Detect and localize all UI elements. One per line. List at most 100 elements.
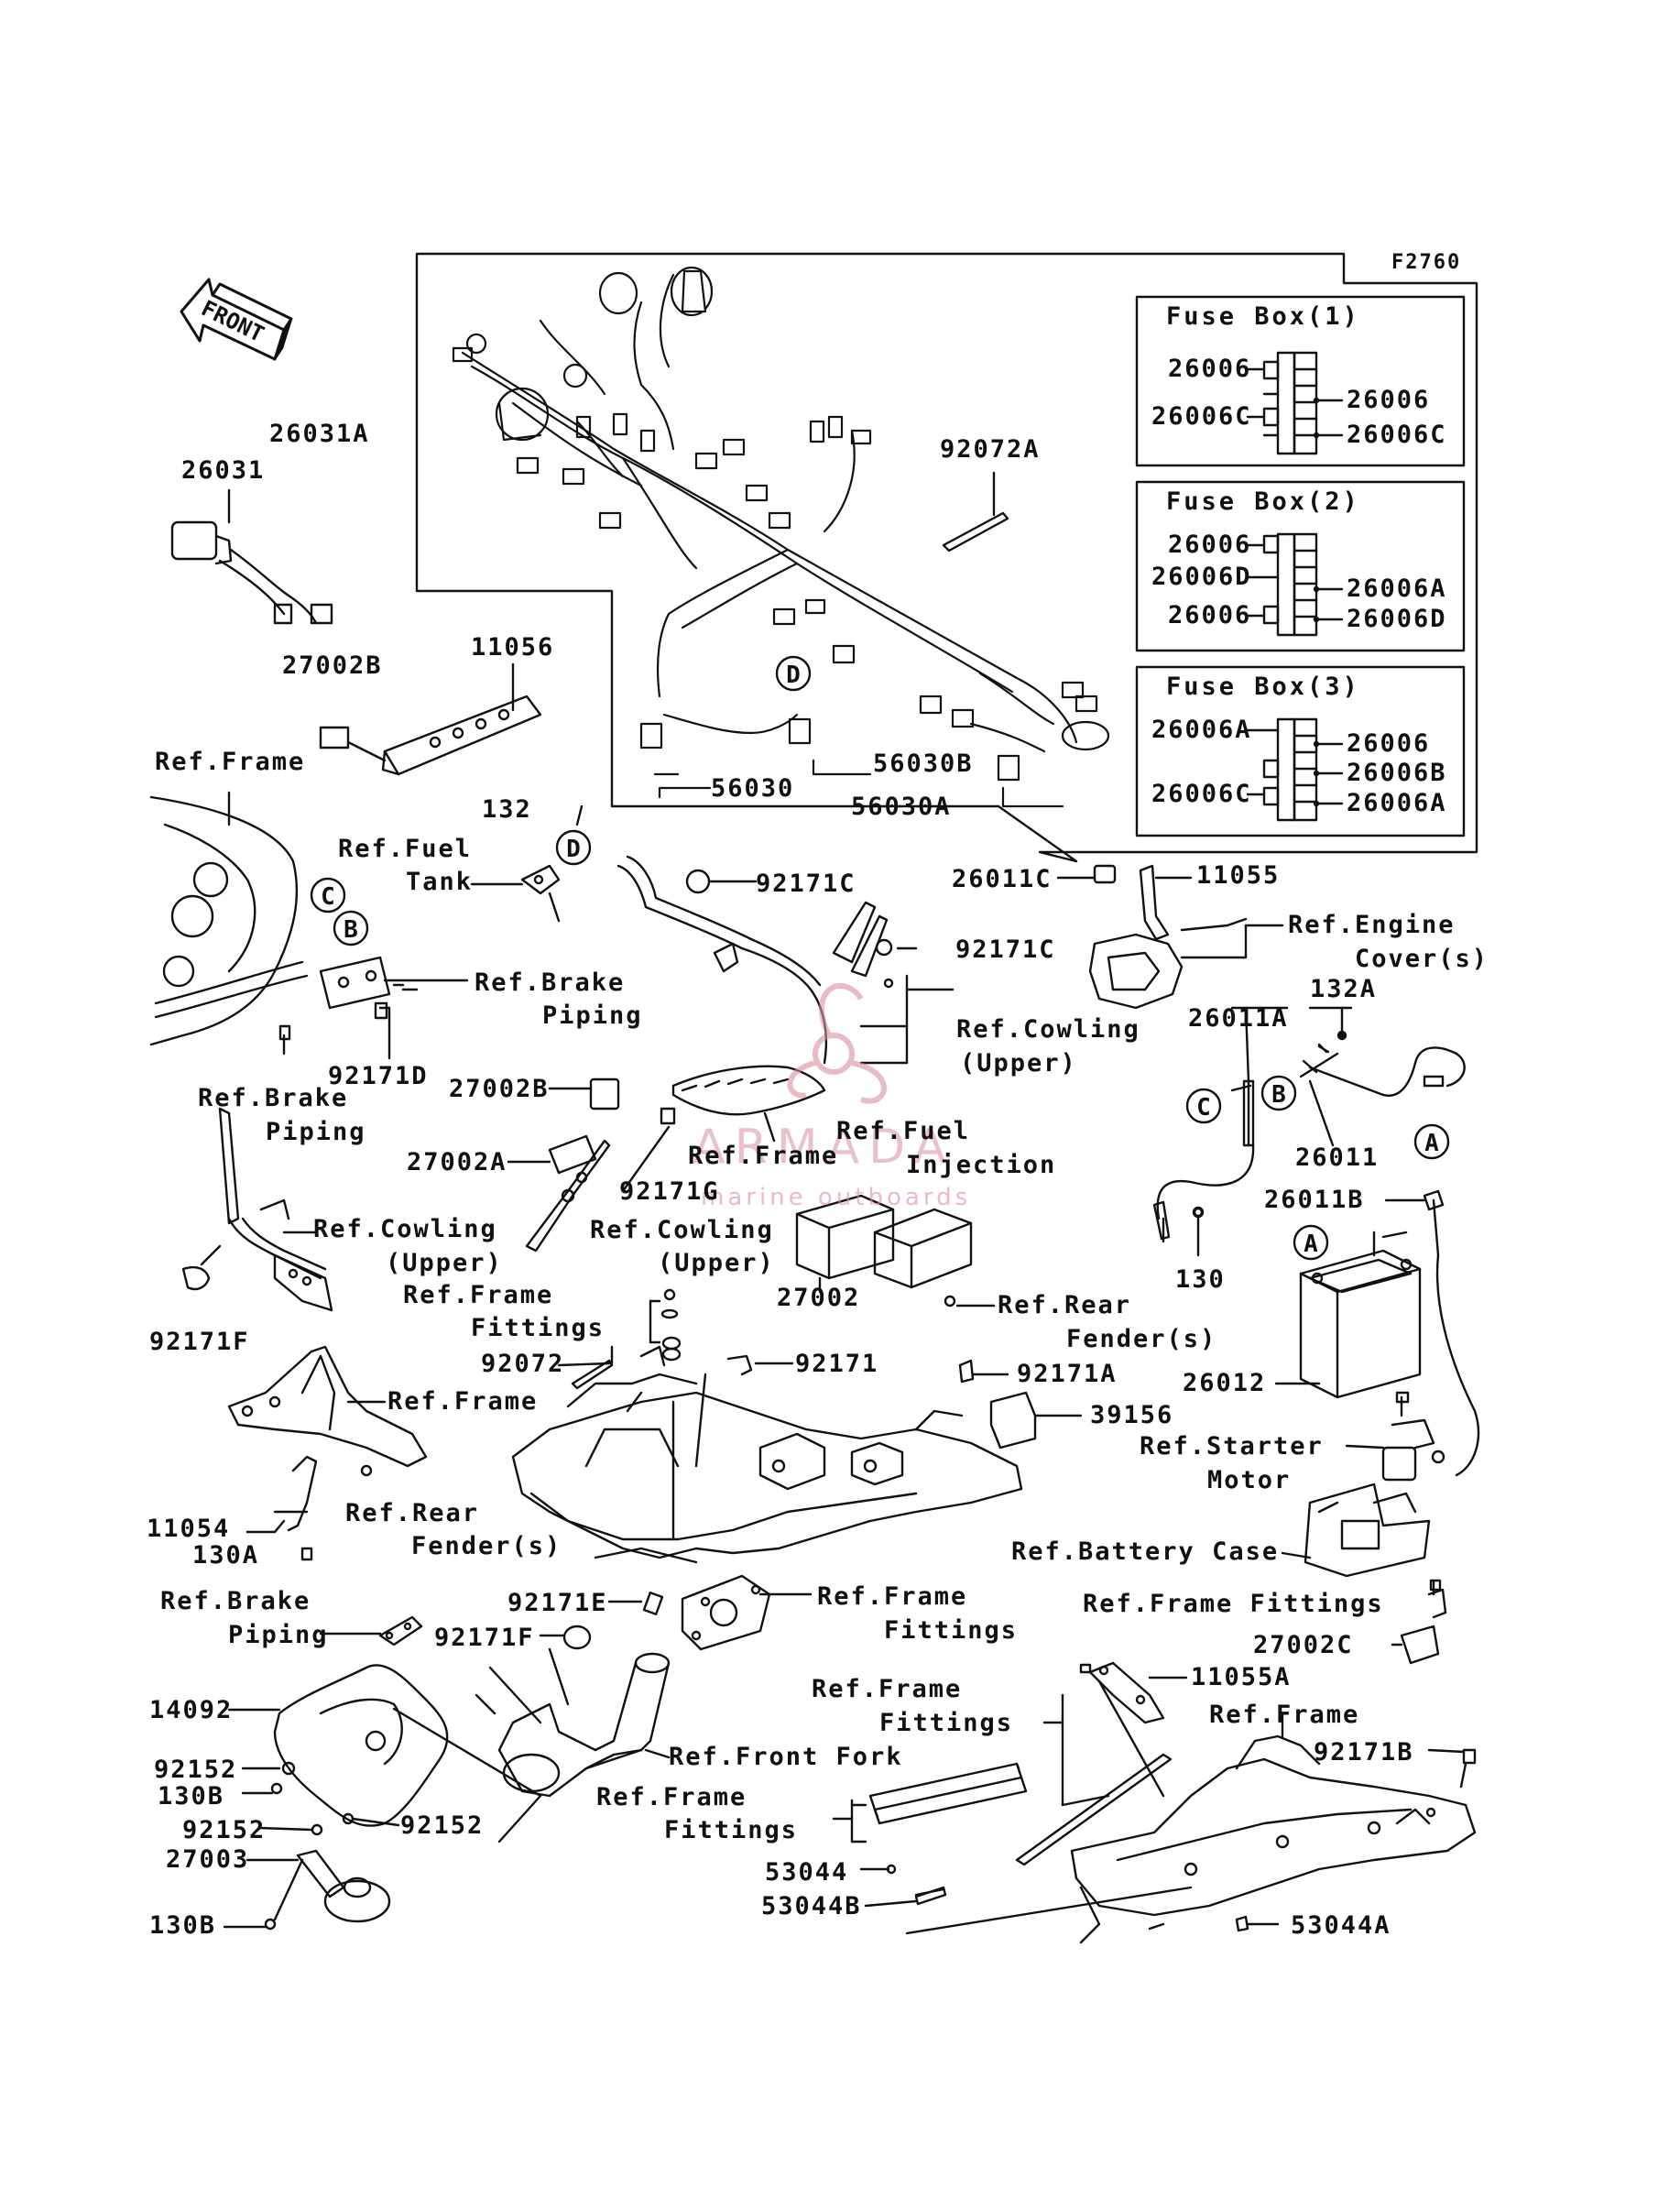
callout-label: Piping: [266, 1118, 366, 1146]
clip-92171B: [1427, 1748, 1477, 1789]
callout-label: 92072: [481, 1350, 565, 1378]
relay-27002C: [1391, 1579, 1447, 1665]
callout-label: 27002B: [449, 1075, 550, 1103]
bracket-11054: [245, 1455, 318, 1561]
fuse-box-2-right-label: 26006A: [1347, 574, 1447, 603]
callout-label: 132A: [1310, 975, 1378, 1003]
fuse-box-1-right-label: 26006: [1347, 386, 1431, 414]
starter-relay: [1345, 1391, 1445, 1482]
battery-case: [1281, 1482, 1431, 1578]
callout-label: Piping: [228, 1621, 329, 1649]
callout-label: 92171C: [756, 870, 856, 898]
cable-tie-92072: [557, 1345, 614, 1390]
fuel-tank-bracket: [470, 804, 584, 923]
callout-label: Ref.Fuel: [836, 1117, 971, 1145]
callout-label: 92171E: [507, 1589, 608, 1617]
frame-fittings-plate: [681, 1574, 813, 1651]
callout-label: Ref.Frame: [387, 1387, 539, 1416]
callout-label: 92171B: [1314, 1738, 1414, 1767]
callout-label: 92152: [182, 1816, 267, 1844]
callout-label: Ref.Frame: [688, 1142, 839, 1170]
callout-label: 14092: [149, 1696, 234, 1724]
frame-left-section: [149, 791, 309, 1046]
callout-label: 11054: [147, 1515, 231, 1543]
callout-label: 11055A: [1191, 1663, 1292, 1691]
fuse-box-3-right-label: 26006B: [1347, 759, 1447, 787]
callout-label: Cover(s): [1355, 945, 1489, 973]
part-26031: [170, 488, 333, 625]
callout-label: Fittings: [471, 1314, 605, 1342]
callout-label: Ref.Front Fork: [669, 1743, 903, 1771]
callout-label: Ref.Frame: [155, 748, 306, 776]
screw-130: [1193, 1207, 1204, 1218]
relay-27002B-upper: [548, 1078, 620, 1110]
fuse-box-2-frame: [1135, 480, 1466, 652]
callout-label: 92152: [400, 1811, 485, 1840]
battery-cables: [1152, 1043, 1480, 1477]
fuse-box-3-title: Fuse Box(3): [1166, 673, 1360, 701]
callout-label: 92171: [795, 1350, 879, 1378]
front-arrow-icon: [180, 278, 293, 361]
harness-outline: [415, 252, 1478, 863]
bracket-11055A: [1079, 1661, 1188, 1798]
callout-label: Ref.Brake: [160, 1587, 311, 1615]
callout-label: Ref.Cowling: [313, 1215, 497, 1243]
callout-label: 56030B: [873, 749, 974, 778]
ecu-frame: [671, 1065, 826, 1143]
callout-label: (Upper): [386, 1249, 503, 1277]
fuse-box-3-right-label: 26006: [1347, 729, 1431, 758]
cowling-upper-callout-lines: [859, 974, 955, 1065]
callout-label: 39156: [1090, 1401, 1174, 1429]
frame-bracket-left: [227, 1345, 428, 1477]
callout-label: 92171C: [955, 935, 1056, 964]
callout-label: Ref.Brake: [198, 1084, 349, 1112]
part-11056: [319, 662, 542, 776]
relay-bracket-27002A: [507, 1107, 676, 1253]
callout-label: 26031: [181, 456, 266, 485]
ecu-27002: [795, 1194, 973, 1294]
frame-right-rear: [1070, 1712, 1477, 1944]
cowling-bracket-upper: [832, 901, 918, 989]
bushings-92171E-F: [539, 1592, 664, 1650]
fuse-box-3-right-label: 26006A: [1347, 789, 1447, 817]
fuse-box-1-title: Fuse Box(1): [1166, 302, 1360, 331]
callout-label: Fittings: [879, 1709, 1014, 1737]
callout-label: 56030A: [851, 793, 952, 821]
mount-rubber-stack: [649, 1288, 682, 1362]
callout-label: 11056: [471, 633, 555, 662]
fuse-box-1-block: [1246, 351, 1344, 455]
fuse-box-3-frame: [1135, 665, 1466, 837]
callout-label: 26011: [1295, 1143, 1380, 1172]
horn-27003: [223, 1761, 400, 1931]
callout-label: 27002: [777, 1284, 861, 1312]
part-39156: [989, 1391, 1083, 1450]
callout-label: Ref.Frame Fittings: [1083, 1590, 1384, 1618]
callout-label: 27002B: [282, 651, 383, 680]
callout-label: 92072A: [940, 435, 1041, 464]
callout-label: Ref.Rear: [345, 1499, 480, 1527]
callout-label: Ref.Frame: [812, 1675, 963, 1703]
callout-label: 92171A: [1017, 1360, 1118, 1388]
callout-label: 27002C: [1253, 1631, 1354, 1659]
callout-label: 92171F: [434, 1624, 535, 1652]
callout-label: (Upper): [960, 1049, 1077, 1078]
cable-tie-92072A: [942, 511, 1009, 552]
callout-label: 92152: [154, 1756, 238, 1784]
callout-label: 56030: [711, 774, 795, 803]
callout-label: 26011A: [1188, 1004, 1289, 1033]
cowling-bracket-lower-left: [181, 1107, 333, 1312]
callout-label: Tank: [406, 868, 474, 896]
callout-label: 26031A: [269, 420, 370, 448]
main-wiring-harness: [452, 266, 1110, 808]
callout-label: 53044A: [1291, 1911, 1391, 1940]
callout-label: Piping: [542, 1001, 643, 1030]
callout-label: Fender(s): [411, 1532, 562, 1560]
callout-label: 92171F: [149, 1328, 250, 1356]
callout-label: 130: [1175, 1265, 1226, 1294]
engine-cover-bracket: [1056, 864, 1284, 1010]
callout-label: Fittings: [884, 1616, 1019, 1645]
frame-fittings-lower-lines: [392, 1666, 542, 1843]
fuse-box-2-block: [1246, 532, 1344, 637]
